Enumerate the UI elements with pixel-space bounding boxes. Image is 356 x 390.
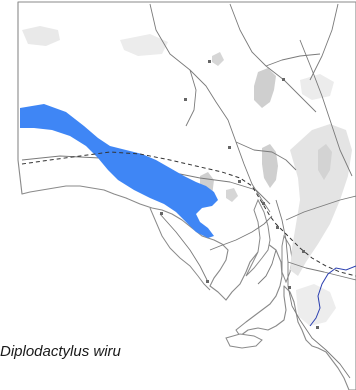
road-east-branch (265, 53, 321, 67)
salt-lake-small-2 (226, 188, 238, 202)
town-marker-icon (184, 98, 187, 101)
road-mid (235, 141, 297, 171)
town-marker-icon (238, 180, 241, 183)
town-marker-icon (316, 326, 319, 329)
town-marker-icon (288, 286, 291, 289)
relief-area-ranges (300, 74, 334, 100)
species-name-label: Diplodactylus wiru (0, 343, 121, 360)
gulf-st-vincent (281, 234, 293, 284)
dog-fence (21, 151, 356, 277)
species-distribution-area (20, 104, 218, 238)
town-marker-icon (282, 78, 285, 81)
road-eyre-peninsula (209, 215, 273, 251)
town-marker-icon (262, 202, 265, 205)
road-southeast (291, 305, 351, 379)
road-strzelecki-track (299, 39, 353, 177)
road-riverland (287, 261, 356, 281)
salt-lake-small-1 (212, 52, 224, 66)
road-birdsville-track (309, 3, 339, 81)
kangaroo-island (225, 333, 263, 349)
town-marker-icon (228, 146, 231, 149)
town-marker-icon (276, 226, 279, 229)
road-barrier-highway (285, 195, 356, 221)
road-yorke (257, 249, 277, 285)
lake-frome (318, 144, 332, 180)
town-marker-icon (160, 212, 163, 215)
river-murray (309, 265, 356, 327)
relief-area-flinders (290, 124, 352, 276)
relief-area-north (120, 34, 168, 56)
road-stuart-highway (149, 3, 271, 213)
road-north-south (275, 199, 293, 307)
spencer-gulf (245, 198, 271, 277)
relief-area-northwest (22, 26, 60, 46)
town-marker-icon (302, 250, 305, 253)
eyre-coast (149, 207, 211, 291)
road-north-branch (185, 69, 197, 127)
road-eyre-west (159, 213, 209, 283)
town-marker-icon (208, 60, 211, 63)
relief-area-south (296, 284, 336, 326)
lake-eyre (254, 68, 276, 108)
town-marker-icon (206, 280, 209, 283)
lake-torrens (262, 144, 278, 188)
town-markers (160, 60, 319, 329)
